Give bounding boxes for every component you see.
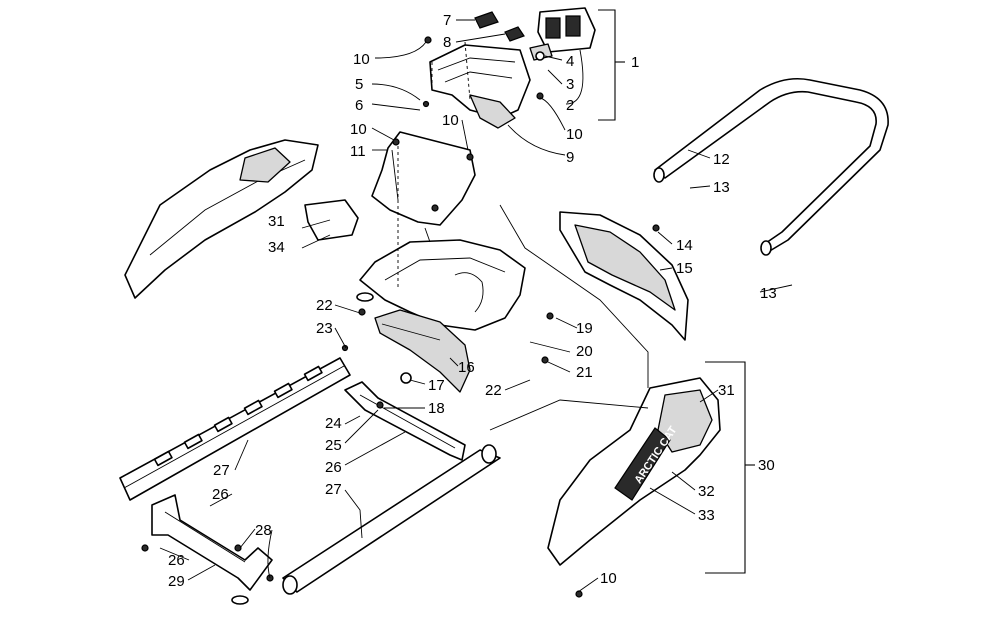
callout-24: 24 <box>325 415 342 432</box>
callout-10b: 10 <box>350 121 367 138</box>
callout-16: 16 <box>458 359 475 376</box>
lens-decal-7 <box>474 11 499 29</box>
callout-33: 33 <box>698 507 715 524</box>
callout-12: 12 <box>713 151 730 168</box>
mounting-bracket-11 <box>371 131 476 226</box>
callout-11: 11 <box>350 143 366 160</box>
taillight-lens <box>537 7 596 53</box>
callout-22a: 22 <box>316 297 333 314</box>
callout-13b: 13 <box>760 285 777 302</box>
assembly-bracket-30 <box>705 361 755 574</box>
callout-25: 25 <box>325 437 342 454</box>
rail-27-left <box>119 357 351 501</box>
callout-21: 21 <box>576 364 593 381</box>
callout-27a: 27 <box>213 462 230 479</box>
callout-9: 9 <box>566 149 574 166</box>
callout-32: 32 <box>698 483 715 500</box>
cover-insert-34 <box>304 199 359 241</box>
callout-26c: 26 <box>168 552 185 569</box>
callout-18: 18 <box>428 400 445 417</box>
callout-30: 30 <box>758 457 775 474</box>
left-side-cover-31 <box>124 139 319 299</box>
grab-bar-12 <box>653 77 889 256</box>
bulb-socket <box>529 43 553 61</box>
hardware-fasteners <box>141 36 660 605</box>
side-panel-15 <box>559 211 689 341</box>
callout-10e: 10 <box>600 570 617 587</box>
assembly-bracket-1 <box>598 9 625 121</box>
callout-17: 17 <box>428 377 445 394</box>
rear-fender <box>359 227 526 331</box>
callout-28: 28 <box>255 522 272 539</box>
callout-3: 3 <box>566 76 574 93</box>
callout-4: 4 <box>566 53 574 70</box>
callout-26b: 26 <box>212 486 229 503</box>
callout-31a: 31 <box>268 213 285 230</box>
callout-15: 15 <box>676 260 693 277</box>
callout-10d: 10 <box>566 126 583 143</box>
callout-22b: 22 <box>485 382 502 399</box>
callout-labels: 1 2 3 4 5 6 7 8 9 10 10 10 10 10 11 12 1… <box>168 12 777 590</box>
hitch-bracket-24 <box>344 381 466 461</box>
right-side-panel-30: ARCTIC CAT <box>547 377 721 566</box>
callout-29: 29 <box>168 573 185 590</box>
callout-34: 34 <box>268 239 285 256</box>
callout-2: 2 <box>566 97 574 114</box>
lens-decal-8 <box>504 26 525 42</box>
mud-flap-16 <box>374 309 471 393</box>
callout-19: 19 <box>576 320 593 337</box>
callout-14: 14 <box>676 237 693 254</box>
callout-23: 23 <box>316 320 333 337</box>
callout-13a: 13 <box>713 179 730 196</box>
rail-27-right <box>282 444 501 595</box>
callout-31b: 31 <box>718 382 735 399</box>
assembly-dashed-lines <box>397 41 471 290</box>
callout-1: 1 <box>631 54 639 71</box>
callout-10a: 10 <box>353 51 370 68</box>
callout-5: 5 <box>355 76 363 93</box>
hitch-bracket-29 <box>151 494 273 591</box>
leader-lines <box>159 19 793 593</box>
callout-6: 6 <box>355 97 363 114</box>
callout-8: 8 <box>443 34 451 51</box>
callout-20: 20 <box>576 343 593 360</box>
callout-27b: 27 <box>325 481 342 498</box>
callout-10c: 10 <box>442 112 459 129</box>
callout-7: 7 <box>443 12 451 29</box>
taillight-housing <box>429 44 531 129</box>
callout-26a: 26 <box>325 459 342 476</box>
